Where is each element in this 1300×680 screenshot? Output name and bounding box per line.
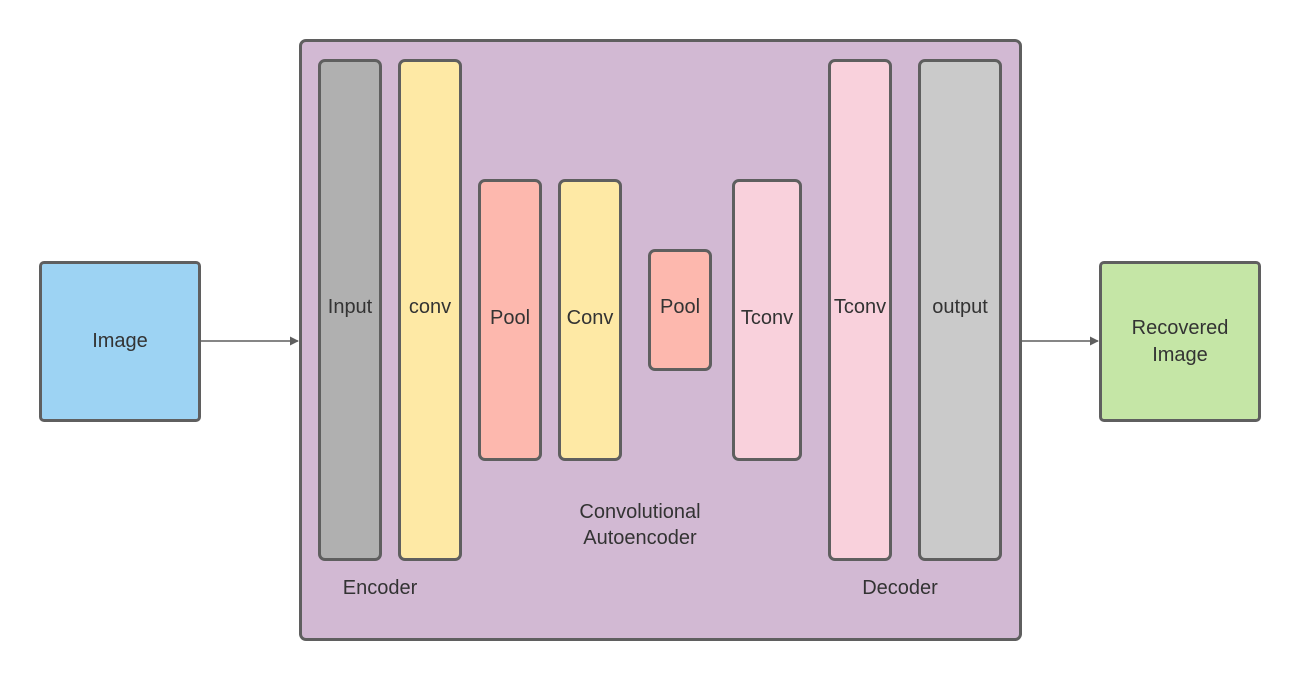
layer-conv-1-label: conv	[408, 296, 452, 318]
image-node-label: Image	[92, 330, 148, 352]
layer-tconv-1-label: Tconv	[740, 307, 794, 329]
layer-conv-1[interactable]	[398, 59, 462, 561]
decoder-label: Decoder	[862, 577, 938, 599]
layer-pool-1[interactable]	[478, 179, 542, 461]
image-node[interactable]: Image	[39, 261, 201, 422]
layer-tconv-1[interactable]	[732, 179, 802, 461]
layer-input-label: Input	[327, 296, 373, 318]
layer-pool-1-label: Pool	[489, 307, 531, 329]
layer-output[interactable]	[918, 59, 1002, 561]
layer-tconv-2[interactable]	[828, 59, 892, 561]
layer-input[interactable]	[318, 59, 382, 561]
layer-conv-2[interactable]	[558, 179, 622, 461]
layer-conv-2-label: Conv	[566, 307, 614, 329]
recovered-image-node-label: Recovered Image	[1131, 316, 1229, 366]
layer-tconv-2-label: Tconv	[833, 296, 887, 318]
encoder-label: Encoder	[342, 577, 418, 599]
layer-output-label: output	[932, 296, 988, 318]
layer-pool-2[interactable]	[648, 249, 712, 371]
recovered-image-node[interactable]: Recovered Image	[1099, 261, 1261, 422]
layer-pool-2-label: Pool	[659, 296, 701, 318]
autoencoder-title: Convolutional Autoencoder	[579, 501, 701, 549]
